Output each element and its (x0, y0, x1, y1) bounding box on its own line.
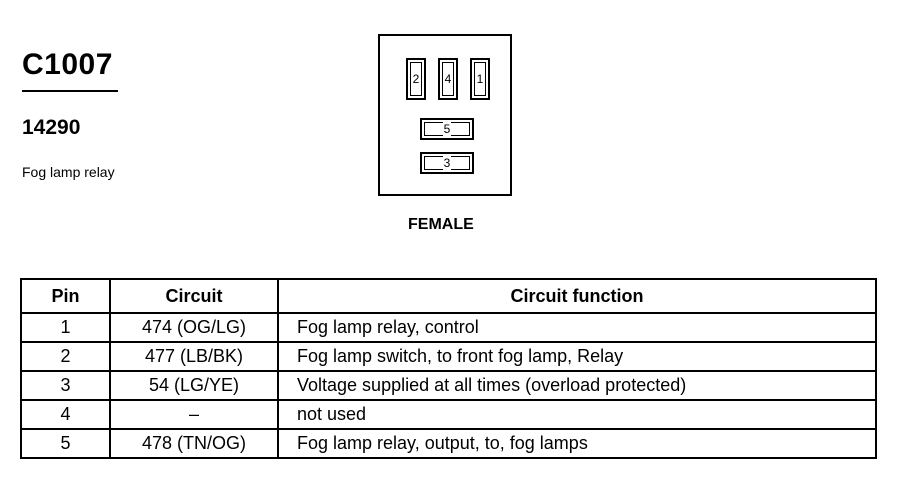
pin-label: 1 (475, 72, 485, 86)
table-row: 4 – not used (20, 399, 877, 430)
cell-function: Voltage supplied at all times (overload … (277, 370, 877, 401)
cell-pin: 2 (20, 341, 111, 372)
pin-label: 3 (442, 156, 452, 170)
connector-pin-4: 4 (438, 58, 458, 100)
header-pin: Pin (20, 278, 111, 314)
cell-pin: 1 (20, 312, 111, 343)
table-row: 3 54 (LG/YE) Voltage supplied at all tim… (20, 370, 877, 401)
connector-pin-3: 3 (420, 152, 474, 174)
cell-pin: 5 (20, 428, 111, 459)
cell-circuit: 54 (LG/YE) (109, 370, 279, 401)
table-row: 1 474 (OG/LG) Fog lamp relay, control (20, 312, 877, 343)
pinout-table: Pin Circuit Circuit function 1 474 (OG/L… (20, 278, 877, 459)
connector-pin-2: 2 (406, 58, 426, 100)
table-row: 2 477 (LB/BK) Fog lamp switch, to front … (20, 341, 877, 372)
table-header-row: Pin Circuit Circuit function (20, 278, 877, 314)
cell-function: Fog lamp relay, control (277, 312, 877, 343)
part-number: 14290 (22, 116, 81, 139)
connector-description: Fog lamp relay (22, 164, 115, 180)
cell-circuit: 478 (TN/OG) (109, 428, 279, 459)
header-circuit: Circuit (109, 278, 279, 314)
connector-face: 2 4 1 5 3 (378, 34, 512, 196)
cell-function: Fog lamp switch, to front fog lamp, Rela… (277, 341, 877, 372)
connector-id-underline (22, 90, 118, 92)
cell-circuit: 477 (LB/BK) (109, 341, 279, 372)
cell-pin: 4 (20, 399, 111, 430)
connector-pin-5: 5 (420, 118, 474, 140)
table-row: 5 478 (TN/OG) Fog lamp relay, output, to… (20, 428, 877, 459)
cell-function: not used (277, 399, 877, 430)
pin-label: 5 (442, 122, 452, 136)
pin-label: 4 (443, 72, 453, 86)
connector-pin-1: 1 (470, 58, 490, 100)
connector-gender-label: FEMALE (408, 216, 474, 233)
cell-pin: 3 (20, 370, 111, 401)
cell-function: Fog lamp relay, output, to, fog lamps (277, 428, 877, 459)
cell-circuit: 474 (OG/LG) (109, 312, 279, 343)
header-circuit-function: Circuit function (277, 278, 877, 314)
pin-label: 2 (411, 72, 421, 86)
cell-circuit: – (109, 399, 279, 430)
connector-id: C1007 (22, 48, 113, 81)
